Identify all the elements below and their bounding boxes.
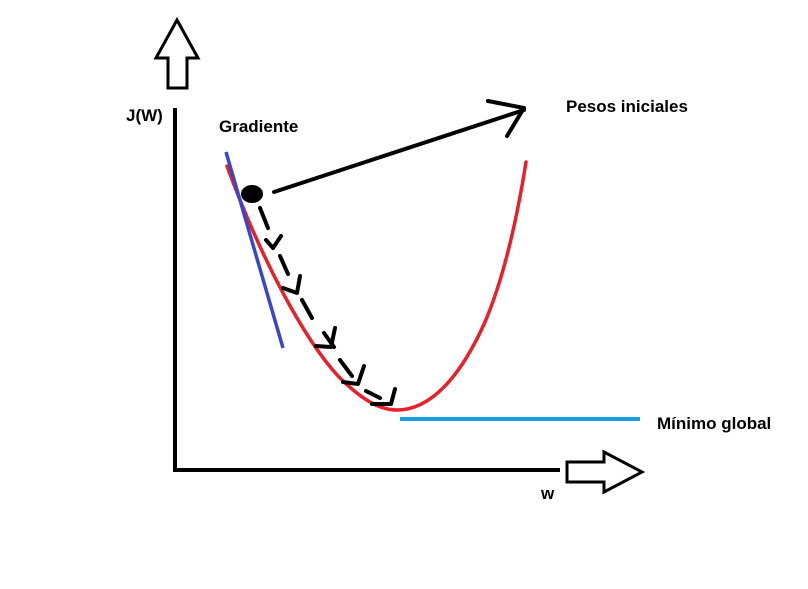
- y-axis-arrow-icon: [153, 16, 201, 90]
- gradient-label: Gradiente: [219, 117, 298, 136]
- initial-weights-arrow-head: [486, 99, 526, 138]
- descent-step-segment: [364, 389, 382, 400]
- cost-curve: [225, 160, 528, 412]
- descent-step-segment: [300, 298, 314, 320]
- gradient-tangent-line: [224, 151, 285, 349]
- y-axis-label: J(W): [126, 106, 163, 125]
- descent-step-arrowhead: [341, 364, 366, 386]
- descent-step-arrowhead: [281, 274, 302, 295]
- x-axis-arrow-icon: [565, 449, 646, 495]
- descent-step-segment: [338, 358, 354, 378]
- descent-step-segment: [278, 254, 290, 276]
- x-axis-label: w: [540, 484, 555, 503]
- initial-weights-label: Pesos iniciales: [566, 97, 688, 116]
- global-minimum-label: Mínimo global: [657, 414, 771, 433]
- descent-steps: [258, 206, 397, 406]
- descent-step-arrowhead: [314, 326, 337, 349]
- descent-step-segment: [322, 331, 336, 349]
- initial-weights-arrow-shaft: [272, 108, 526, 194]
- descent-step-arrowhead: [264, 234, 283, 250]
- descent-step-arrowhead: [370, 387, 397, 406]
- descent-step-segment: [258, 206, 270, 230]
- starting-point-dot: [241, 185, 263, 203]
